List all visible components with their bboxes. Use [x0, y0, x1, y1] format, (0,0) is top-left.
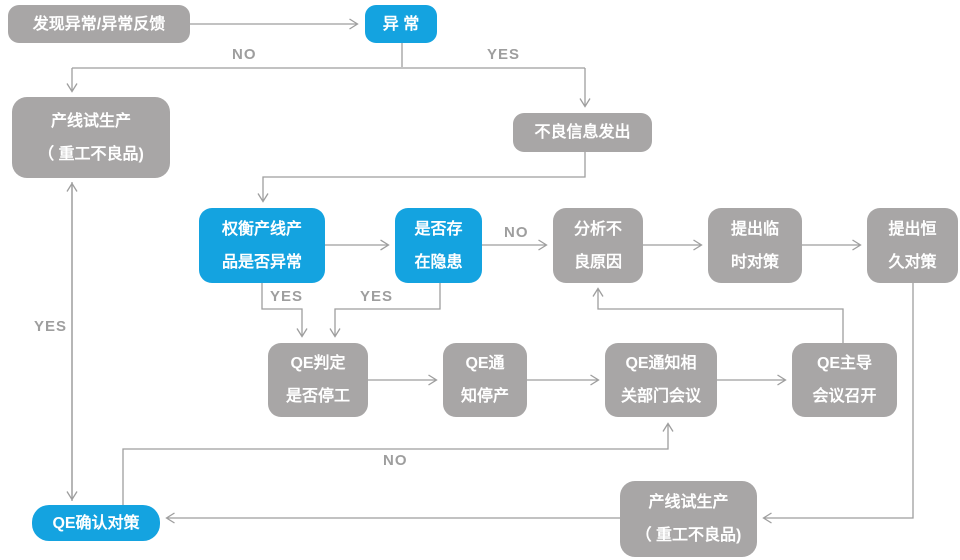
node-label-line1: 是否存: [414, 220, 463, 238]
node-label-line1: 分析不: [573, 220, 622, 238]
node-label-line1: 权衡产线产: [221, 220, 302, 238]
node-label-line2: 良原因: [573, 253, 622, 271]
edge-label-no-top: NO: [232, 46, 257, 63]
node-qe-notify-meeting: QE通知相 关部门会议: [605, 343, 717, 417]
node-discover-abnormal: 发现异常/异常反馈: [8, 5, 190, 43]
node-weigh-product-abnormal: 权衡产线产 品是否异常: [199, 208, 325, 283]
node-label-line1: 提出临: [730, 220, 779, 238]
node-label-line2: （ 重工不良品): [635, 527, 742, 544]
node-qe-judge-stop: QE判定 是否停工: [268, 343, 368, 417]
node-label-line1: QE主导: [816, 355, 873, 372]
node-label-line2: 知停产: [460, 388, 509, 405]
node-abnormal: 异 常: [365, 5, 437, 43]
edge-label-no-bottom: NO: [383, 452, 408, 469]
edge-label-yes-top: YES: [487, 46, 521, 63]
node-trial-production-top: 产线试生产 （ 重工不良品): [12, 97, 170, 178]
node-label-line2: 久对策: [888, 253, 937, 271]
node-permanent-measure: 提出恒 久对策: [867, 208, 958, 283]
node-label-line2: 会议召开: [812, 388, 877, 405]
node-label-line1: QE通: [465, 355, 505, 372]
node-defect-info-out: 不良信息发出: [513, 113, 652, 152]
node-label-line1: 提出恒: [888, 220, 937, 238]
node-label-line1: QE通知相: [625, 355, 697, 372]
node-label-line1: 产线试生产: [50, 112, 131, 130]
node-analyze-cause: 分析不 良原因: [553, 208, 643, 283]
edge-label-no-hidden: NO: [504, 224, 529, 241]
node-label-line2: 关部门会议: [620, 388, 701, 405]
node-label: 异 常: [382, 15, 420, 33]
node-label: 不良信息发出: [534, 124, 631, 141]
node-label-line2: 在隐患: [414, 253, 463, 271]
node-label-line1: QE判定: [290, 355, 346, 372]
edge-label-yes-left: YES: [34, 318, 68, 335]
node-label-line2: （ 重工不良品): [38, 145, 144, 163]
node-label: 发现异常/异常反馈: [32, 15, 166, 33]
node-temporary-measure: 提出临 时对策: [708, 208, 802, 283]
node-label-line2: 时对策: [730, 253, 779, 271]
node-label-line1: 产线试生产: [648, 494, 729, 511]
node-qe-confirm-measure: QE确认对策: [32, 505, 160, 541]
node-qe-notify-stop: QE通 知停产: [443, 343, 527, 417]
node-trial-production-bottom: 产线试生产 （ 重工不良品): [620, 481, 757, 557]
node-label-line2: 是否停工: [285, 388, 350, 405]
node-hidden-danger: 是否存 在隐患: [395, 208, 482, 283]
node-qe-lead-meeting: QE主导 会议召开: [792, 343, 897, 417]
node-label-line2: 品是否异常: [221, 253, 302, 271]
node-label: QE确认对策: [52, 514, 140, 532]
edge-label-yes-weigh: YES: [270, 288, 304, 305]
edge-label-yes-hidden: YES: [360, 288, 394, 305]
